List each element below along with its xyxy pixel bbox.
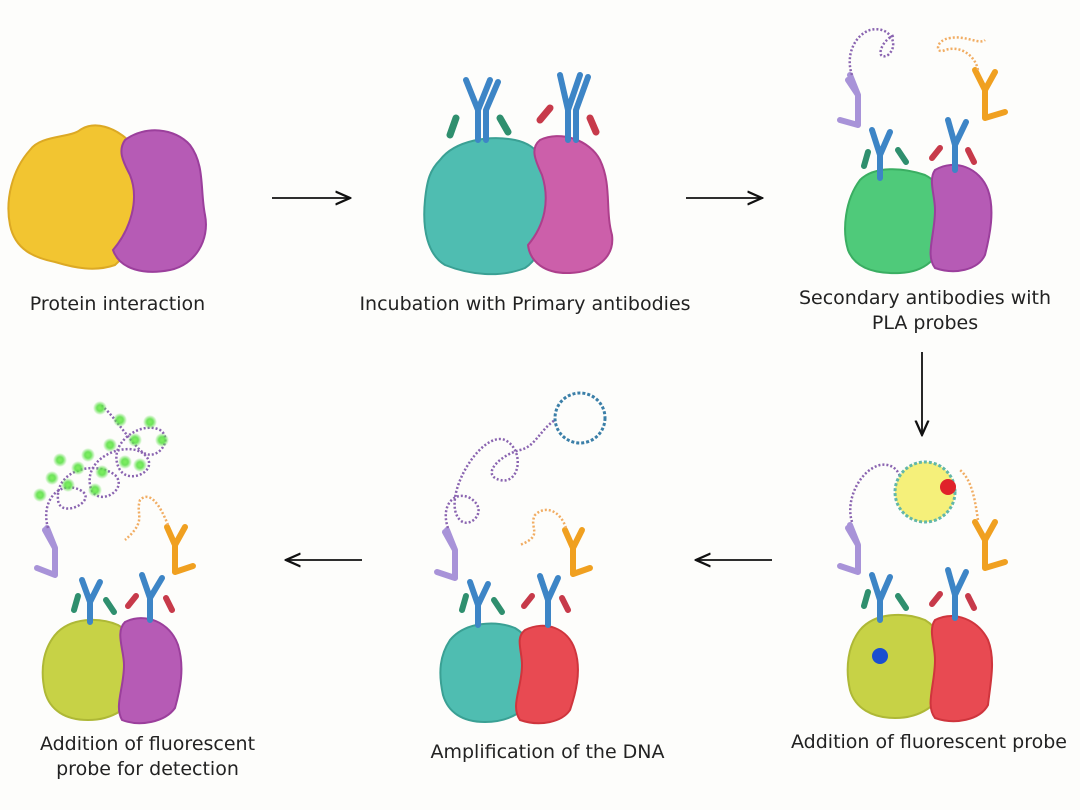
secondary-antibody-orange <box>972 519 1008 571</box>
pla-probe-purple <box>849 463 903 523</box>
tag-red-left <box>536 104 554 124</box>
protein-purple <box>929 163 993 273</box>
pla-probe-orange <box>519 508 568 547</box>
step-secondary-antibodies <box>837 27 1008 275</box>
primary-antibody-left <box>869 127 893 181</box>
step-primary-antibodies <box>423 72 614 276</box>
label-fluorescent-probe: Addition of fluorescent probe <box>791 731 1067 753</box>
protein-purple <box>526 135 614 275</box>
pla-probe-orange <box>959 469 980 521</box>
secondary-antibody-lavender <box>34 525 58 578</box>
protein-red <box>515 624 579 725</box>
label-secondary-antibodies-line1: Secondary antibodies with <box>798 287 1052 309</box>
tag-green-left <box>446 114 460 139</box>
protein-green <box>844 168 948 275</box>
red-marker <box>940 479 956 495</box>
step-protein-interaction <box>7 124 207 273</box>
secondary-antibody-orange <box>164 524 196 575</box>
primary-antibody-left <box>467 579 491 628</box>
circular-dna <box>893 460 957 524</box>
secondary-antibody-lavender <box>434 527 458 581</box>
step-detection <box>33 401 196 725</box>
label-protein-interaction: Protein interaction <box>29 293 206 315</box>
secondary-antibody-lavender <box>837 72 861 128</box>
pla-probe-purple <box>848 27 896 76</box>
circular-dna <box>553 391 607 445</box>
blue-marker <box>872 648 888 664</box>
label-secondary-antibodies-line2: PLA probes <box>871 312 979 334</box>
fluorescent-probes <box>33 401 169 502</box>
protein-purple <box>117 617 183 725</box>
label-detection-line1: Addition of fluorescent <box>39 733 256 755</box>
pla-probe-orange <box>936 36 986 71</box>
label-detection: Addition of fluorescent probe for detect… <box>25 732 270 782</box>
step-amplification <box>434 391 607 725</box>
primary-antibody-right <box>557 72 591 143</box>
protein-purple <box>111 129 207 273</box>
tag-green-right <box>496 114 512 136</box>
protein-red <box>929 615 993 723</box>
label-primary-antibodies: Incubation with Primary antibodies <box>359 293 691 315</box>
step-fluorescent-probe <box>837 460 1008 723</box>
primary-antibody-left <box>79 577 103 625</box>
tag-red-right <box>586 114 600 136</box>
label-amplification: Amplification of the DNA <box>430 741 665 763</box>
secondary-antibody-lavender <box>837 522 861 575</box>
primary-antibody-right <box>945 117 969 173</box>
secondary-antibody-orange <box>562 527 593 577</box>
label-secondary-antibodies: Secondary antibodies with PLA probes <box>780 286 1070 336</box>
primary-antibody-right <box>945 567 969 621</box>
primary-antibody-left <box>869 572 893 623</box>
primary-antibody-right <box>537 573 561 628</box>
protein-teal <box>423 137 550 276</box>
primary-antibody-right <box>139 572 165 623</box>
primary-antibody-left <box>463 77 501 143</box>
label-detection-line2: probe for detection <box>56 758 239 780</box>
pla-probe-orange <box>124 495 170 541</box>
secondary-antibody-orange <box>972 67 1008 121</box>
